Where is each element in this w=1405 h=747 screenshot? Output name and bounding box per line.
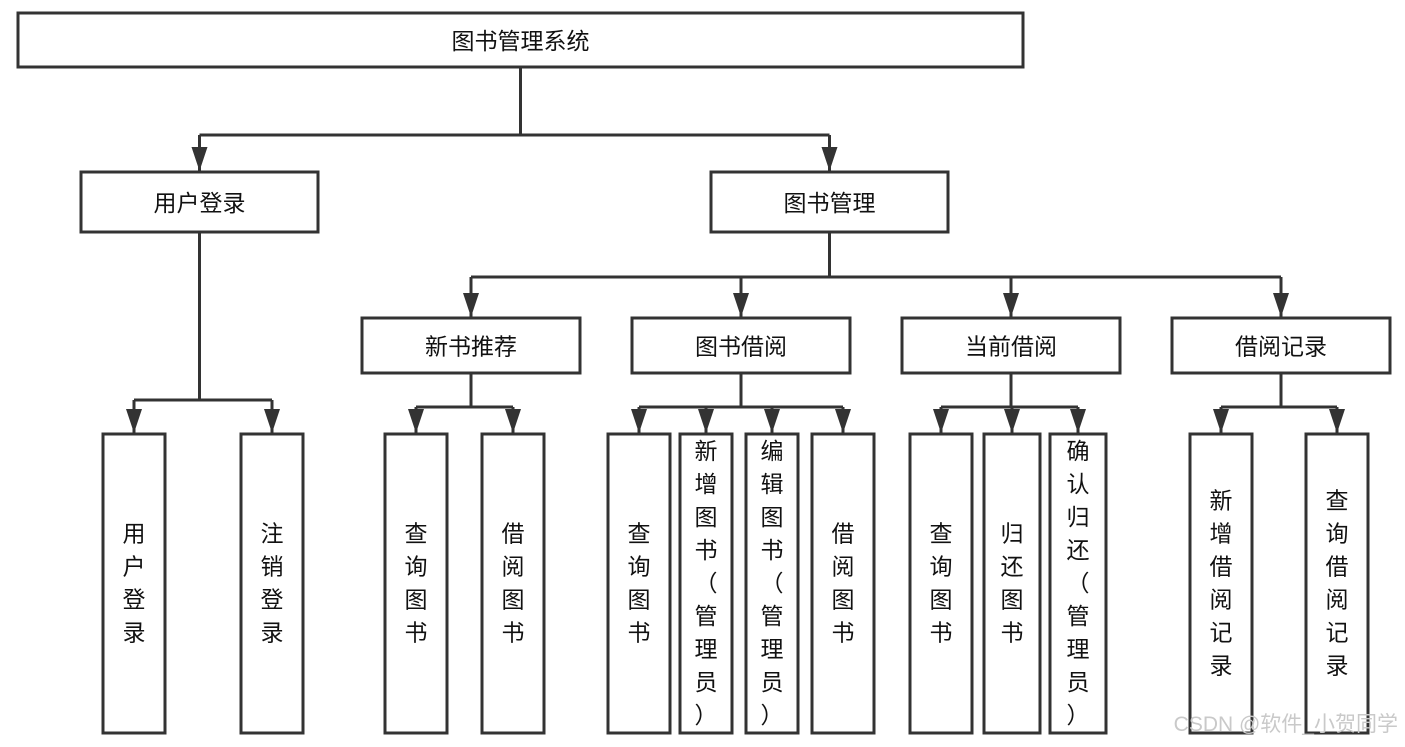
- arrowhead-icon: [408, 409, 424, 433]
- arrowhead-icon: [1273, 293, 1289, 317]
- arrowhead-icon: [191, 147, 208, 171]
- node-leaf-borrow-book-1[interactable]: 借阅图书: [480, 432, 546, 735]
- arrowhead-icon: [1070, 409, 1086, 433]
- arrowhead-icon: [505, 409, 521, 433]
- node-leaf-borrow-book-2[interactable]: 借阅图书: [810, 432, 876, 735]
- connector-layer: [126, 67, 1345, 433]
- node-label: 借阅图书: [502, 521, 525, 646]
- node-label: 借阅记录: [1235, 334, 1327, 360]
- node-label: 图书管理系统: [452, 28, 590, 54]
- node-label: 图书借阅: [695, 334, 787, 360]
- arrowhead-icon: [733, 293, 749, 317]
- node-label: 注销登录: [261, 521, 284, 646]
- node-leaf-query-book-2[interactable]: 查询图书: [606, 432, 672, 735]
- node-leaf-query-record[interactable]: 查询借阅记录: [1304, 432, 1370, 735]
- node-label: 查询图书: [628, 521, 651, 646]
- node-label: 当前借阅: [965, 334, 1057, 360]
- node-book-manage[interactable]: 图书管理: [709, 170, 950, 234]
- node-new-book-rec[interactable]: 新书推荐: [360, 316, 582, 375]
- arrowhead-icon: [126, 409, 142, 433]
- node-root-system[interactable]: 图书管理系统: [16, 11, 1025, 69]
- node-label: 查询图书: [930, 521, 953, 646]
- arrowhead-icon: [1213, 409, 1229, 433]
- node-borrow-record[interactable]: 借阅记录: [1170, 316, 1392, 375]
- arrowhead-icon: [463, 293, 479, 317]
- arrowhead-icon: [821, 147, 838, 171]
- arrowhead-icon: [835, 409, 851, 433]
- node-label: 新书推荐: [425, 334, 517, 360]
- node-label: 图书管理: [784, 190, 876, 216]
- node-leaf-user-logout[interactable]: 注销登录: [239, 432, 305, 735]
- arrowhead-icon: [933, 409, 949, 433]
- node-label: 用户登录: [154, 190, 246, 216]
- arrowhead-icon: [264, 409, 280, 433]
- node-leaf-edit-book[interactable]: 编辑图书（管理员）: [744, 432, 800, 735]
- node-label: 查询借阅记录: [1326, 488, 1349, 679]
- node-leaf-user-login[interactable]: 用户登录: [101, 432, 167, 735]
- node-label: 新增借阅记录: [1210, 488, 1233, 679]
- node-leaf-confirm-return[interactable]: 确认归还（管理员）: [1048, 432, 1108, 735]
- node-label: 确认归还（管理员）: [1067, 438, 1090, 728]
- node-leaf-return-book[interactable]: 归还图书: [982, 432, 1042, 735]
- node-label: 查询图书: [405, 521, 428, 646]
- arrowhead-icon: [1003, 293, 1019, 317]
- node-label: 新增图书（管理员）: [695, 438, 718, 728]
- node-leaf-query-book-3[interactable]: 查询图书: [908, 432, 974, 735]
- arrowhead-icon: [764, 409, 780, 433]
- node-user-login[interactable]: 用户登录: [79, 170, 320, 234]
- node-leaf-add-book[interactable]: 新增图书（管理员）: [678, 432, 734, 735]
- node-label: 借阅图书: [832, 521, 855, 646]
- arrowhead-icon: [698, 409, 714, 433]
- arrowhead-icon: [1329, 409, 1345, 433]
- node-book-borrow[interactable]: 图书借阅: [630, 316, 852, 375]
- node-label: 归还图书: [1001, 521, 1024, 646]
- csdn-watermark: CSDN @软件_小贺同学: [1174, 713, 1398, 736]
- arrowhead-icon: [631, 409, 647, 433]
- arrowhead-icon: [1004, 409, 1020, 433]
- node-label: 用户登录: [123, 521, 146, 646]
- node-layer: 图书管理系统用户登录图书管理新书推荐图书借阅当前借阅借阅记录用户登录注销登录查询…: [16, 11, 1392, 735]
- node-leaf-add-record[interactable]: 新增借阅记录: [1188, 432, 1254, 735]
- node-leaf-query-book-1[interactable]: 查询图书: [383, 432, 449, 735]
- node-current-borrow[interactable]: 当前借阅: [900, 316, 1122, 375]
- node-label: 编辑图书（管理员）: [761, 438, 784, 728]
